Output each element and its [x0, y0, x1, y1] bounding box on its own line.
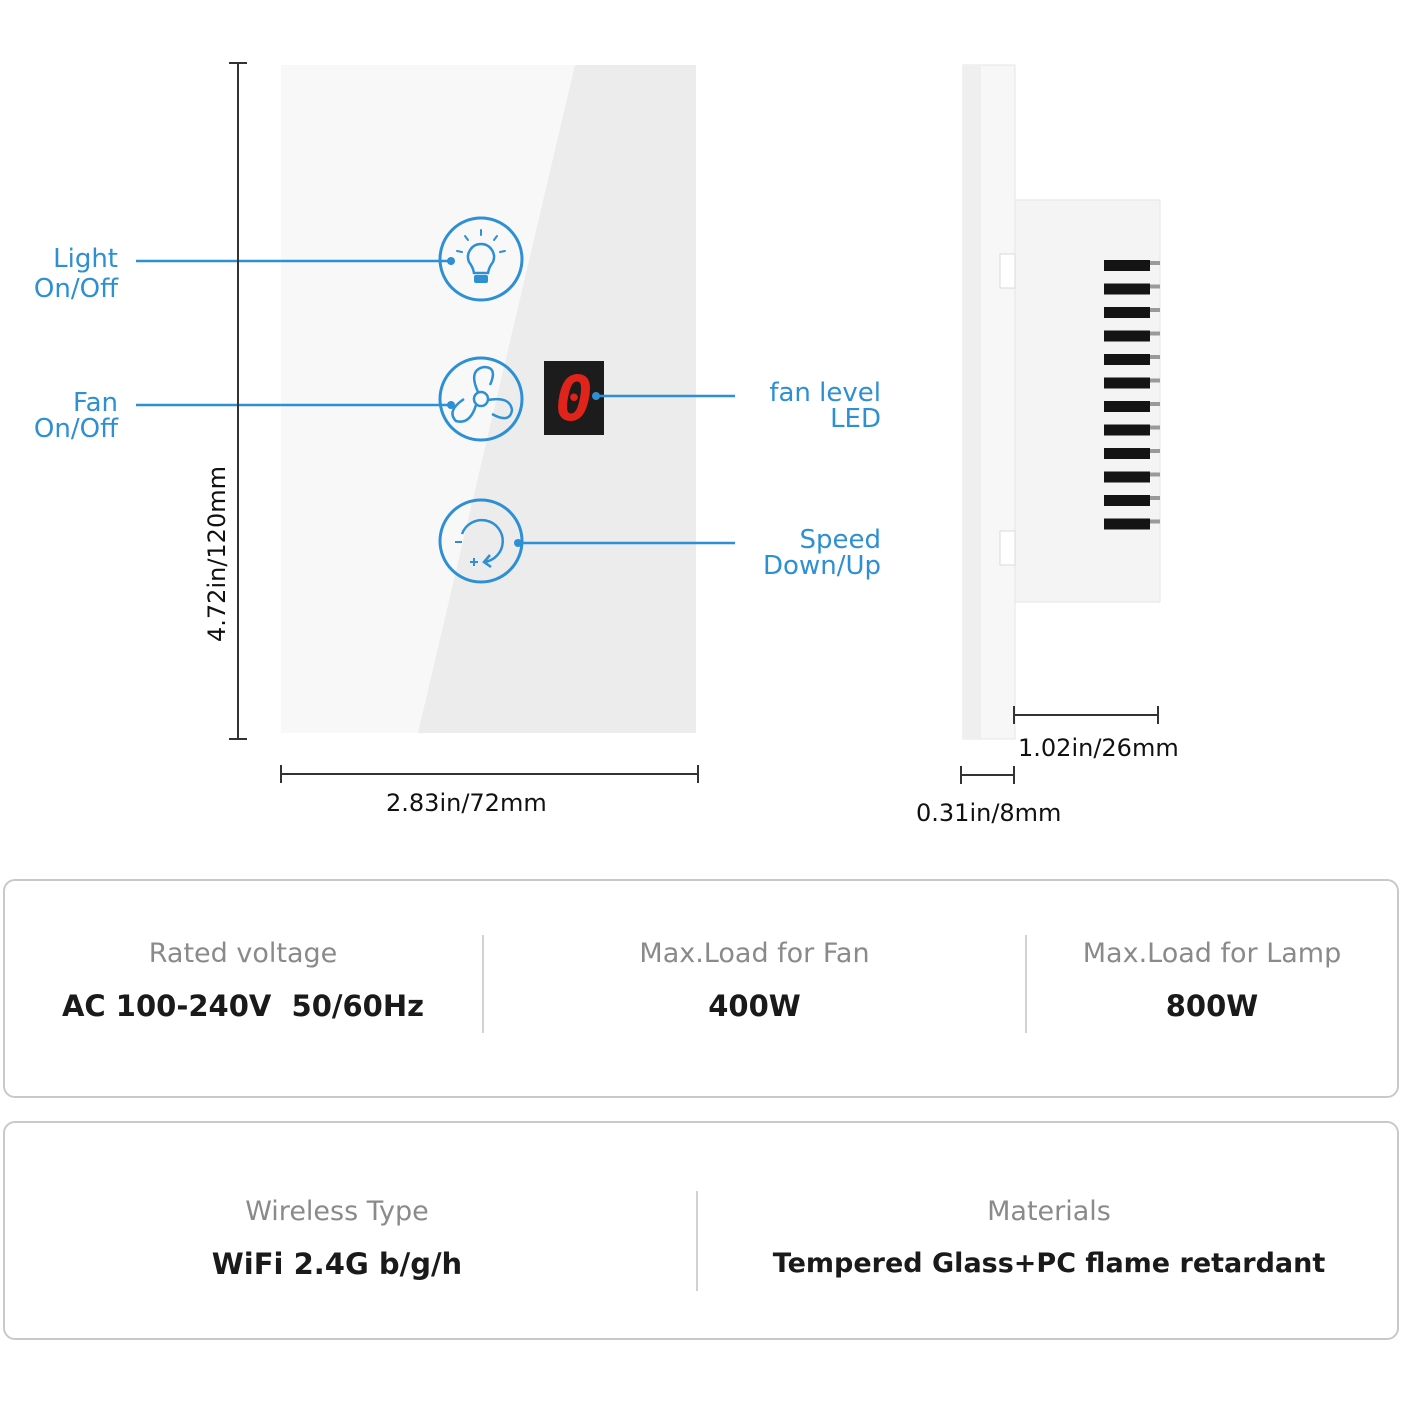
terminal-fin — [1104, 307, 1150, 318]
spec-card-general: Wireless Type WiFi 2.4G b/g/h Materials … — [3, 1121, 1399, 1340]
terminal-fin — [1104, 260, 1150, 271]
box-depth-dimension-label: 1.02in/26mm — [1018, 734, 1179, 762]
spec-value: 400W — [708, 989, 801, 1023]
speed-dial-icon[interactable] — [438, 498, 524, 584]
width-dimension-line — [280, 765, 699, 783]
box-depth-dimension-line — [1013, 706, 1159, 724]
callout-lines — [136, 259, 735, 545]
terminal-tip — [1150, 378, 1160, 383]
terminal-fin — [1104, 471, 1150, 483]
spec-max-load-lamp: Max.Load for Lamp 800W — [1027, 881, 1397, 1096]
height-dimension-label: 4.72in/120mm — [203, 466, 231, 642]
led-digit: 0 — [555, 362, 592, 435]
spec-label: Rated voltage — [148, 938, 338, 969]
spec-materials: Materials Tempered Glass+PC flame retard… — [699, 1123, 1399, 1338]
product-diagram: 0 — [0, 62, 1179, 827]
speed-callout-line1: Speed — [799, 525, 881, 555]
speed-callout-line2: Down/Up — [763, 551, 881, 581]
terminal-tip — [1150, 308, 1160, 312]
terminal-tip — [1150, 331, 1160, 336]
terminal-fin — [1104, 330, 1150, 342]
terminal-tip — [1150, 261, 1160, 265]
spec-card-electrical: Rated voltage AC 100-240V 50/60Hz Max.Lo… — [3, 879, 1399, 1098]
terminal-fin — [1104, 448, 1150, 459]
terminal-tip — [1150, 355, 1160, 359]
spec-wireless-type: Wireless Type WiFi 2.4G b/g/h — [5, 1123, 669, 1338]
spec-value: AC 100-240V 50/60Hz — [61, 989, 425, 1023]
spec-divider — [482, 935, 484, 1033]
fan-level-callout-line1: fan level — [769, 378, 881, 408]
terminal-block — [1104, 260, 1160, 530]
terminal-tip — [1150, 284, 1160, 289]
spec-label: Max.Load for Lamp — [1082, 938, 1342, 969]
fan-level-callout-line2: LED — [830, 404, 881, 434]
spec-divider — [1025, 935, 1027, 1033]
light-callout-line1: Light — [53, 244, 118, 274]
terminal-fin — [1104, 518, 1150, 530]
spec-value: WiFi 2.4G b/g/h — [211, 1247, 463, 1281]
terminal-fin — [1104, 495, 1150, 506]
switch-side-view — [962, 64, 1161, 740]
spec-label: Wireless Type — [245, 1196, 429, 1227]
terminal-fin — [1104, 377, 1150, 389]
fan-level-callout-label: fan level LED — [700, 380, 881, 432]
terminal-tip — [1150, 472, 1160, 477]
light-callout-label: Light On/Off — [0, 246, 118, 302]
spec-divider — [696, 1191, 698, 1291]
terminal-fin — [1104, 401, 1150, 412]
height-dimension-line — [229, 62, 247, 740]
spec-label: Max.Load for Fan — [639, 938, 870, 969]
spec-value: 800W — [1165, 989, 1259, 1023]
fan-callout-line2: On/Off — [33, 414, 118, 444]
plate-depth-dimension-line — [960, 766, 1015, 784]
width-dimension-label: 2.83in/72mm — [386, 789, 547, 817]
terminal-fin — [1104, 354, 1150, 365]
spec-value: Tempered Glass+PC flame retardant — [772, 1248, 1326, 1279]
plate-depth-dimension-label: 0.31in/8mm — [916, 799, 1062, 827]
light-bulb-icon[interactable] — [438, 216, 524, 302]
terminal-fin — [1104, 424, 1150, 436]
light-callout-line2: On/Off — [33, 274, 118, 304]
fan-callout-line1: Fan — [73, 388, 118, 418]
terminal-tip — [1150, 519, 1160, 524]
speed-callout-label: Speed Down/Up — [700, 527, 881, 579]
terminal-fin — [1104, 283, 1150, 295]
spec-max-load-fan: Max.Load for Fan 400W — [484, 881, 1025, 1096]
spec-rated-voltage: Rated voltage AC 100-240V 50/60Hz — [5, 881, 481, 1096]
terminal-tip — [1150, 402, 1160, 406]
terminal-tip — [1150, 449, 1160, 453]
terminal-tip — [1150, 425, 1160, 430]
fan-callout-label: Fan On/Off — [0, 390, 118, 442]
diagram-drawing: 0 — [136, 62, 1161, 784]
spec-label: Materials — [987, 1196, 1111, 1227]
fan-icon[interactable] — [438, 356, 524, 442]
terminal-tip — [1150, 496, 1160, 500]
